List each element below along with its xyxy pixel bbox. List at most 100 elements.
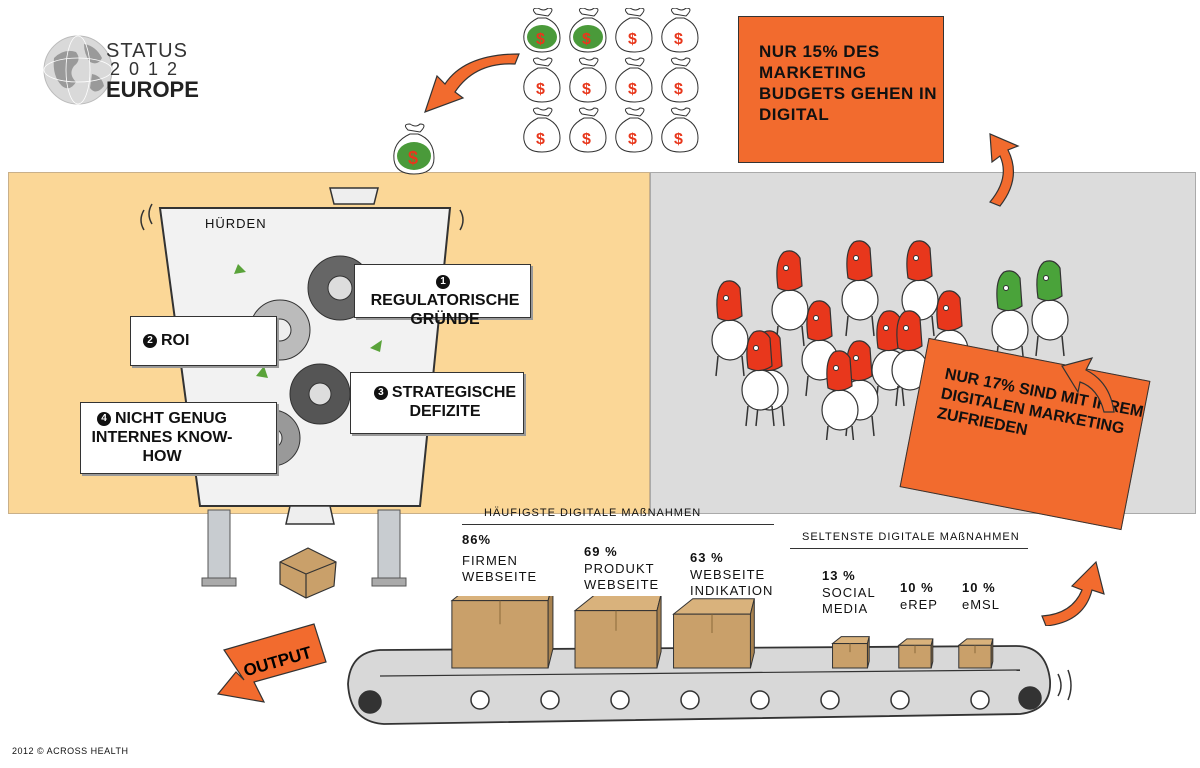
barrier-number: 4 [97,411,111,426]
svg-text:$: $ [628,81,637,98]
svg-text:$: $ [674,131,683,148]
curved-arrow-icon [1041,560,1105,626]
person-icon [711,280,749,377]
roller-icon [540,690,560,710]
svg-text:$: $ [582,31,591,48]
logo-year: 2012 [110,59,187,79]
logo-region: EUROPE [106,77,199,102]
svg-text:$: $ [536,31,545,48]
barrier-number: 1 [436,274,450,289]
measure-box [450,596,554,669]
money-bag-icon: $ [661,57,699,103]
measure-box [672,598,755,669]
money-bag-icon: $ [523,57,561,103]
measure-percent: 86% [462,532,492,547]
measure-percent: 10 % [962,580,996,595]
svg-text:$: $ [408,148,418,168]
roller-icon [890,690,910,710]
globe-icon [43,35,113,105]
money-bag-icon: $ [661,8,699,53]
measure-box [957,638,994,669]
measure-percent: 63 % [690,550,724,565]
money-bag-icon: $ [393,123,435,175]
arrow-icon [424,53,520,113]
measure-product-website: 69 % PRODUKT WEBSEITE [584,544,659,593]
person-icon [901,240,939,337]
barrier-label: REGULATORISCHE GRÜNDE [370,292,520,328]
money-bag-icon: $ [569,8,607,53]
barrier-regulatory: 1REGULATORISCHE GRÜNDE [354,264,531,328]
budget-callout-text: NUR 15% DES MARKETING BUDGETS GEHEN IN D… [759,42,938,124]
money-bag-icon: $ [661,107,699,153]
output-arrow: OUTPUT [216,623,327,703]
measure-erep: 10 % eREP [900,580,938,613]
roller-icon [750,690,770,710]
machine-title: HÜRDEN [205,216,267,231]
people-crowd [711,240,1069,440]
rare-measures-heading: SELTENSTE DIGITALE MAßNAHMEN [802,531,1020,543]
measure-label: PRODUKT [584,561,655,576]
svg-text:$: $ [582,81,591,98]
svg-text:$: $ [628,31,637,48]
measure-boxes [450,596,994,669]
divider [462,524,774,525]
barrier-roi: 2 ROI [130,316,277,366]
person-icon [771,250,809,347]
roller-icon [358,690,382,714]
barrier-number: 3 [373,385,388,400]
money-bag-icon: $ [569,107,607,153]
money-bag-icon: $ [615,57,653,103]
logo-status: STATUS [106,40,188,62]
svg-text:$: $ [536,131,545,148]
roller-icon [820,690,840,710]
roller-icon [970,690,990,710]
measure-label: WEBSEITE [462,569,538,584]
money-bag-icon: $ [523,8,561,53]
money-bag-icon: $ [569,57,607,103]
svg-text:$: $ [674,31,683,48]
measure-box [573,596,662,669]
money-bag-icon: $ [615,8,653,53]
measure-social-media: 13 % SOCIAL MEDIA [822,568,876,617]
measure-label: INDIKATION [690,583,774,598]
svg-text:$: $ [628,131,637,148]
person-icon [1031,260,1069,357]
roller-icon [1018,686,1042,710]
money-bag-icon: $ [615,107,653,153]
roller-icon [610,690,630,710]
conveyor-rollers [358,686,1042,714]
footer-copyright: 2012 © ACROSS HEALTH [12,746,129,756]
common-measures-heading: HÄUFIGSTE DIGITALE MAßNAHMEN [484,507,702,519]
barrier-number: 2 [143,333,157,348]
measure-percent: 13 % [822,568,856,583]
measure-label: WEBSEITE [690,567,766,582]
measure-label: eREP [900,597,938,612]
measure-indication-website: 63 % WEBSEITE INDIKATION [690,550,773,599]
measure-label: WEBSEITE [584,577,660,592]
person-icon [841,240,879,337]
barrier-label: STRATEGISCHE DEFIZITE [391,384,517,420]
svg-text:$: $ [674,81,683,98]
barrier-label: NICHT GENUG INTERNES KNOW-HOW [91,410,233,465]
falling-box-icon [279,547,337,599]
money-bag-icon: $ [523,107,561,153]
measure-emsl: 10 % eMSL [962,580,1000,613]
svg-text:$: $ [582,131,591,148]
measure-label: MEDIA [822,601,869,616]
svg-text:$: $ [536,81,545,98]
money-bag-grid: $ $ $ $ $ $ $ $ $ $ $ $ [523,8,699,153]
measure-box [831,636,870,669]
measure-percent: 10 % [900,580,934,595]
roller-icon [680,690,700,710]
measure-box [897,638,934,669]
person-icon [821,350,859,440]
measure-percent: 69 % [584,544,618,559]
curved-arrow-icon [989,133,1020,207]
measure-label: SOCIAL [822,585,876,600]
roller-icon [470,690,490,710]
divider [790,548,1028,549]
barrier-label: ROI [161,332,190,349]
curved-arrow-icon [1061,357,1115,413]
person-icon [741,330,779,427]
